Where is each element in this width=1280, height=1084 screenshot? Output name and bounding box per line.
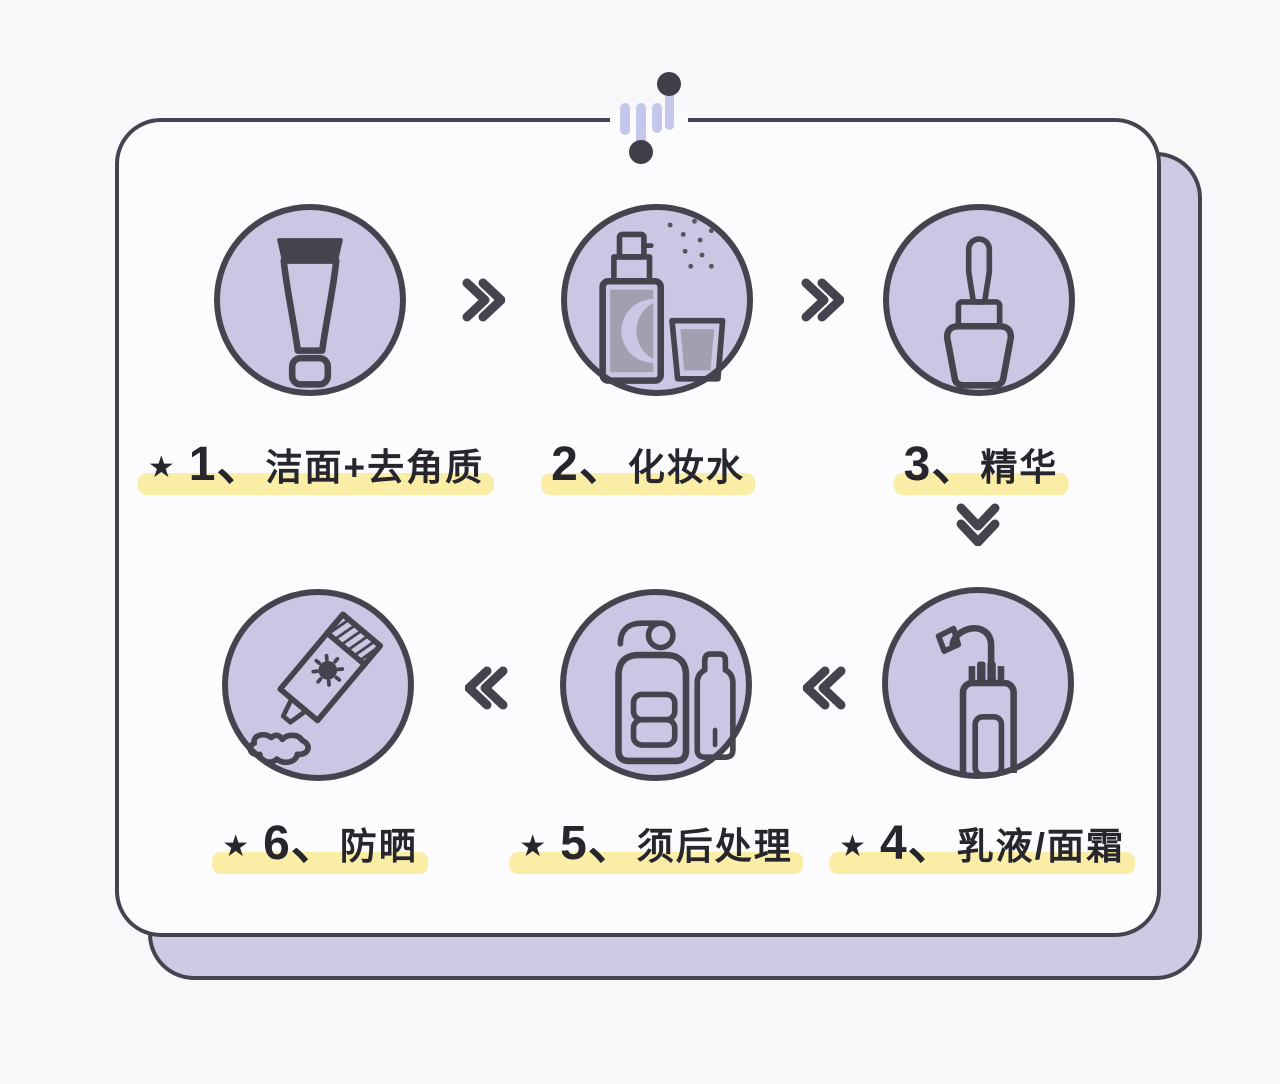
- step5-circle: [560, 589, 752, 781]
- chevron-right-icon: [801, 278, 844, 322]
- step-number: 6、: [263, 817, 340, 870]
- sunscreen-tube-icon: [247, 611, 384, 766]
- star-icon: ★: [222, 830, 250, 863]
- step2-label: 2、 化妆水: [541, 424, 755, 495]
- step-text: 乳液/面霜: [956, 826, 1125, 867]
- step-text: 洁面+去角质: [265, 447, 485, 488]
- toner-spray-bottle-icon: [599, 218, 726, 384]
- pin-dot-icon: [629, 140, 653, 164]
- step5-label: ★ 5、 须后处理: [509, 803, 803, 874]
- step-number: 2、: [551, 438, 628, 491]
- step-number: 1、: [188, 438, 266, 491]
- step6-label: ★ 6、 防晒: [212, 803, 428, 874]
- drip-bar-icon: [665, 86, 674, 130]
- step-number: 5、: [560, 817, 637, 870]
- step3-label: 3、 精华: [893, 424, 1069, 495]
- serum-dropper-bottle-icon: [943, 236, 1015, 389]
- chevron-right-icon: [462, 278, 505, 322]
- drip-bar-icon: [636, 103, 646, 153]
- lotion-pump-bottle-icon: [935, 625, 1017, 773]
- chevron-left-icon: [465, 666, 508, 710]
- yellow-highlight: [212, 852, 428, 874]
- step4-label: ★ 4、 乳液/面霜: [829, 803, 1135, 874]
- step4-circle: [882, 587, 1074, 779]
- cleanser-tube-icon: [277, 238, 343, 388]
- star-icon: ★: [839, 830, 866, 863]
- step2-circle: [561, 204, 753, 396]
- pin-dot-icon: [657, 72, 681, 96]
- star-icon: ★: [147, 451, 175, 484]
- step-text: 精华: [980, 447, 1059, 488]
- step-text: 防晒: [339, 826, 418, 867]
- step6-circle: [222, 589, 414, 781]
- step1-label: ★ 1、 洁面+去角质: [137, 424, 495, 495]
- drip-bar-icon: [620, 103, 630, 135]
- drip-bar-icon: [652, 103, 662, 133]
- step-text: 化妆水: [627, 447, 745, 488]
- yellow-highlight: [137, 473, 495, 495]
- star-icon: ★: [519, 830, 547, 863]
- step-number: 4、: [879, 817, 957, 870]
- aftershave-bottles-icon: [615, 620, 736, 765]
- yellow-highlight: [829, 852, 1135, 874]
- step-number: 3、: [903, 438, 981, 491]
- step3-circle: [883, 204, 1075, 396]
- step-text: 须后处理: [636, 826, 793, 867]
- chevron-down-icon: [956, 503, 1000, 546]
- yellow-highlight: [541, 473, 755, 495]
- step1-circle: [214, 204, 406, 396]
- yellow-highlight: [893, 473, 1069, 495]
- chevron-left-icon: [803, 666, 846, 710]
- yellow-highlight: [509, 852, 803, 874]
